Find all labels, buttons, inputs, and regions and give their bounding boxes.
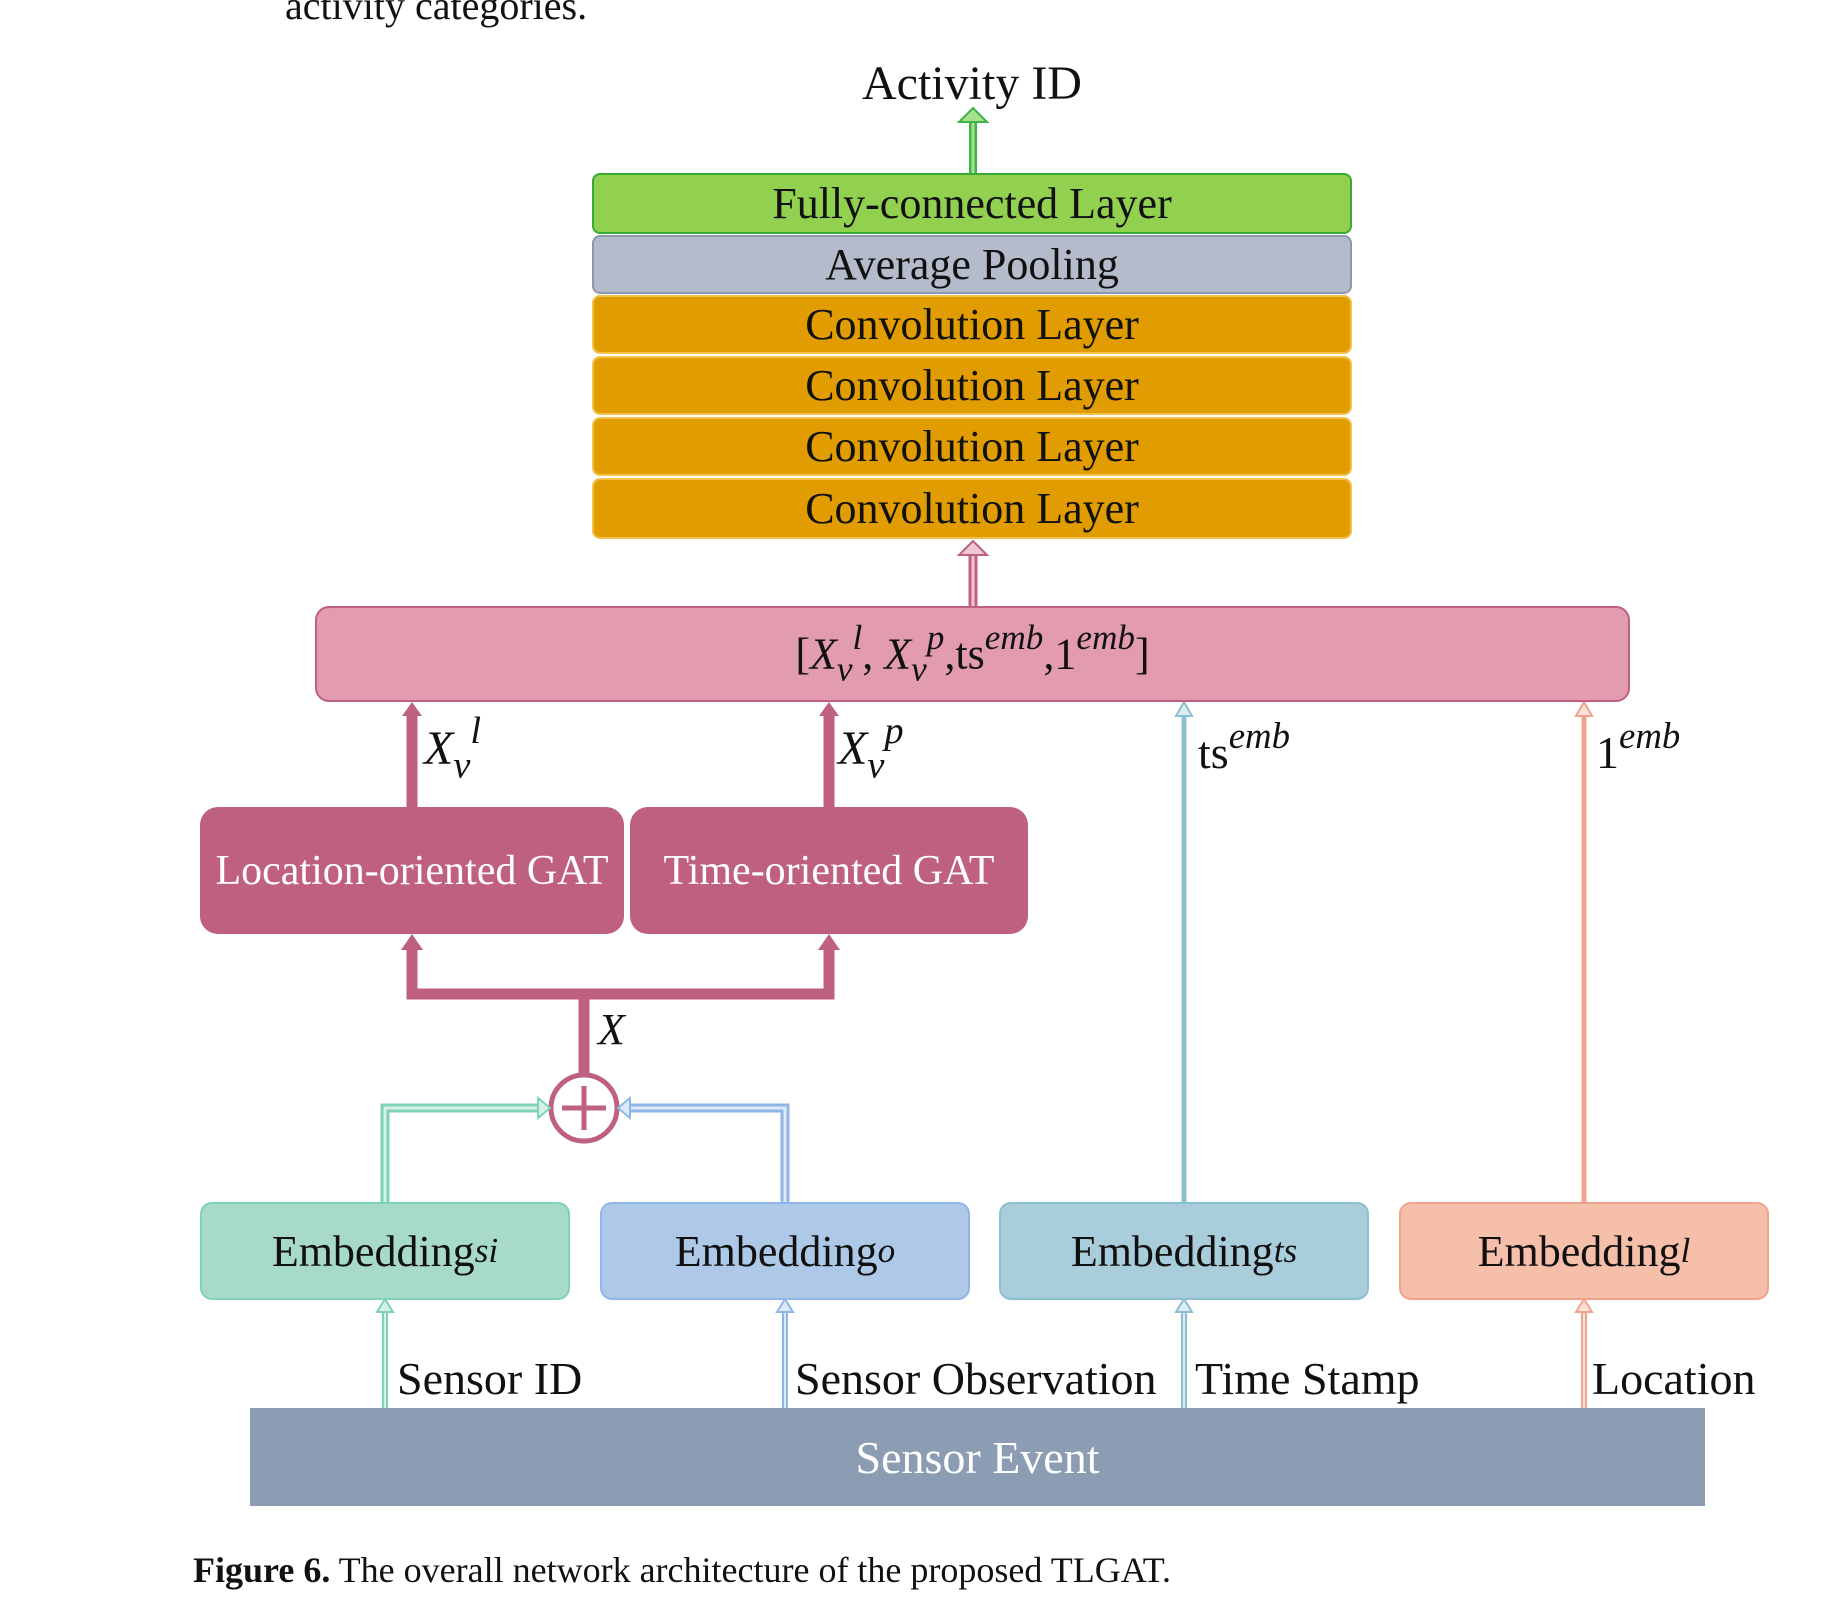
- sensor-event-bar: Sensor Event: [250, 1408, 1705, 1506]
- arrow-time-stamp-up: [1174, 1297, 1194, 1408]
- figure-caption: Figure 6. The overall network architectu…: [193, 1550, 1172, 1590]
- sensor-id-label: Sensor ID: [397, 1353, 583, 1404]
- convolution-layer-2: Convolution Layer: [592, 356, 1352, 415]
- arrow-emb-ts-to-concat: [1174, 699, 1194, 1202]
- top-cutoff-text: activity categories.: [285, 0, 588, 28]
- arrow-sensor-id-up: [375, 1297, 395, 1408]
- arrow-emb-si-to-plus: [380, 1095, 552, 1202]
- concatenation-box: [Xvl, Xvp,tsemb,1emb]: [315, 606, 1630, 702]
- arrowhead-location-gat: [401, 934, 423, 950]
- sensor-observation-label: Sensor Observation: [795, 1353, 1157, 1404]
- concat-formula: [Xvl, Xvp,tsemb,1emb]: [795, 618, 1150, 689]
- location-oriented-gat: Location-oriented GAT: [200, 807, 624, 934]
- l-emb-label: 1emb: [1596, 715, 1681, 779]
- convolution-layer-3: Convolution Layer: [592, 417, 1352, 476]
- arrowhead-time-gat: [818, 934, 840, 950]
- average-pooling-layer: Average Pooling: [592, 235, 1352, 294]
- plus-circle-icon: [548, 1072, 620, 1144]
- convolution-layer-1: Convolution Layer: [592, 295, 1352, 354]
- ts-emb-label: tsemb: [1198, 715, 1290, 779]
- x-label: X: [598, 1005, 625, 1054]
- branch-x-to-gats: [406, 950, 835, 1074]
- arrow-fc-to-activity: [956, 106, 990, 173]
- arrow-time-gat-up: [819, 702, 839, 807]
- activity-id-label: Activity ID: [862, 57, 1082, 110]
- location-label: Location: [1592, 1353, 1756, 1404]
- arrow-location-gat-up: [402, 702, 422, 807]
- arrow-concat-to-conv: [956, 539, 990, 606]
- arrow-sensor-observation-up: [775, 1297, 795, 1408]
- convolution-layer-4: Convolution Layer: [592, 478, 1352, 539]
- time-stamp-label: Time Stamp: [1195, 1353, 1420, 1404]
- arrow-location-up: [1574, 1297, 1594, 1408]
- arrow-emb-l-to-concat: [1574, 699, 1594, 1202]
- fully-connected-layer: Fully-connected Layer: [592, 173, 1352, 234]
- arrow-emb-o-to-plus: [616, 1095, 790, 1202]
- xv-l-label: Xvl: [424, 710, 482, 787]
- time-oriented-gat: Time-oriented GAT: [630, 807, 1028, 934]
- xv-p-label: Xvp: [838, 710, 904, 787]
